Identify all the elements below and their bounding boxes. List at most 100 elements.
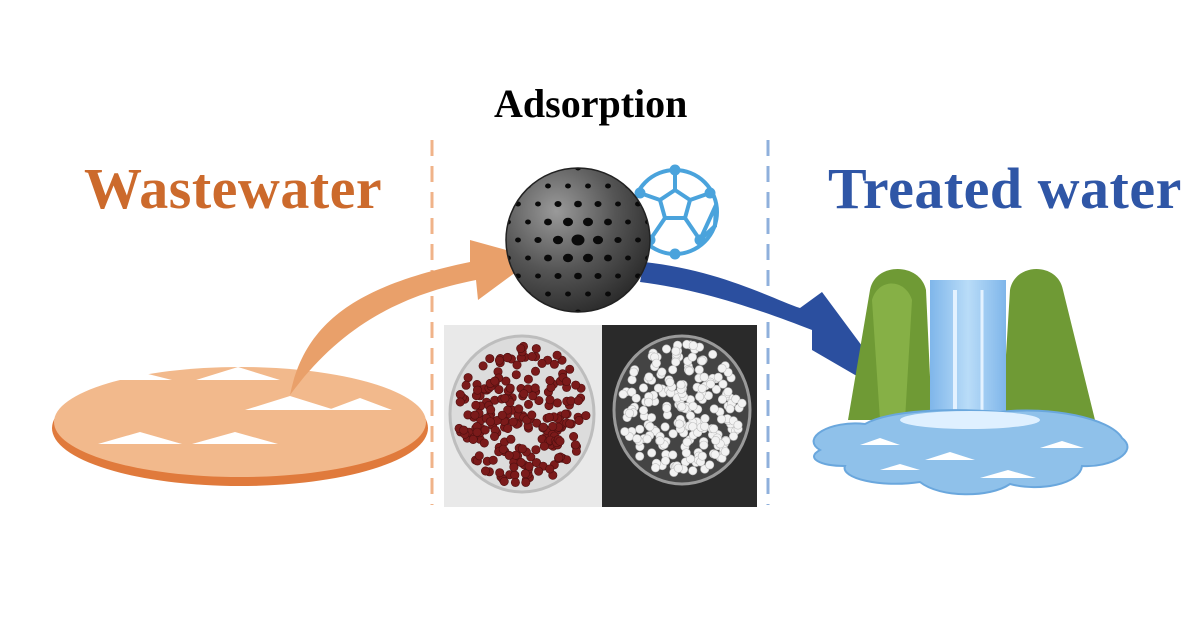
pore [535, 201, 541, 207]
bead [459, 425, 469, 435]
bead [549, 359, 559, 369]
bead [638, 383, 648, 393]
pore [592, 235, 604, 245]
bead [708, 349, 718, 359]
bead [500, 393, 510, 403]
bead [651, 358, 661, 368]
bead [485, 417, 495, 427]
bead [545, 395, 555, 405]
bead [645, 422, 655, 432]
bead [635, 451, 645, 461]
bead [569, 431, 579, 441]
pore [552, 235, 564, 245]
bead [700, 413, 710, 423]
bead [644, 372, 654, 382]
pore [565, 291, 571, 297]
bead [688, 340, 698, 350]
pore [574, 200, 582, 208]
bead [660, 456, 670, 466]
bead [676, 380, 686, 390]
bead [494, 355, 504, 365]
bead [618, 389, 628, 399]
bead [490, 376, 500, 386]
bead [555, 436, 565, 446]
bead [731, 394, 741, 404]
bead [505, 383, 515, 393]
bead [709, 404, 719, 414]
bead [498, 444, 508, 454]
bead [647, 448, 657, 458]
bead [531, 344, 541, 354]
pore [571, 234, 585, 246]
bead [511, 370, 521, 380]
bead [514, 404, 524, 414]
bead [697, 451, 707, 461]
bead [470, 410, 480, 420]
bead [725, 404, 735, 414]
bead [661, 344, 671, 354]
treated-water-label: Treated water [828, 156, 1182, 221]
bead [697, 356, 707, 366]
bead [495, 468, 505, 478]
bead [660, 422, 670, 432]
bead [716, 414, 726, 424]
red-beads-dish [448, 334, 596, 494]
pore [615, 273, 621, 279]
bead [472, 427, 482, 437]
pore [582, 253, 594, 263]
bead [685, 454, 695, 464]
bead [523, 374, 533, 384]
bead [668, 450, 678, 460]
pore [554, 201, 562, 207]
bead [512, 360, 522, 370]
bead [545, 464, 555, 474]
pore [545, 291, 551, 297]
bead [502, 353, 512, 363]
bead [480, 425, 490, 435]
bead [655, 436, 665, 446]
bead [489, 431, 499, 441]
wastewater-label: Wastewater [84, 156, 383, 221]
bead [548, 421, 558, 431]
pore [525, 255, 531, 261]
bead [486, 405, 496, 415]
bead [642, 434, 652, 444]
bead [699, 440, 709, 450]
wastewater-pool-icon [52, 367, 428, 486]
bead [523, 399, 533, 409]
pore [635, 237, 641, 243]
pore [604, 218, 612, 226]
bead [713, 372, 723, 382]
bead [668, 365, 678, 375]
bead [521, 477, 531, 487]
white-beads-dish [612, 334, 752, 486]
bead [711, 435, 721, 445]
bead [530, 366, 540, 376]
bead [737, 398, 747, 408]
bead [562, 376, 572, 386]
bead [488, 455, 498, 465]
bead [520, 469, 530, 479]
bead [695, 392, 705, 402]
bead [554, 453, 564, 463]
bead [684, 366, 694, 376]
bead [662, 403, 672, 413]
bead [646, 413, 656, 423]
bead [461, 380, 471, 390]
bead [508, 417, 518, 427]
bead [681, 448, 691, 458]
bead [534, 466, 544, 476]
pore [565, 183, 571, 189]
bead [581, 411, 591, 421]
bead [632, 434, 642, 444]
bead [705, 460, 715, 470]
bead [517, 444, 527, 454]
bead [471, 400, 481, 410]
bead [480, 466, 490, 476]
wastewater-arrow [290, 240, 535, 395]
porous-sphere-icon [505, 167, 651, 313]
pore [515, 237, 521, 243]
bead [573, 396, 583, 406]
bead [532, 418, 542, 428]
